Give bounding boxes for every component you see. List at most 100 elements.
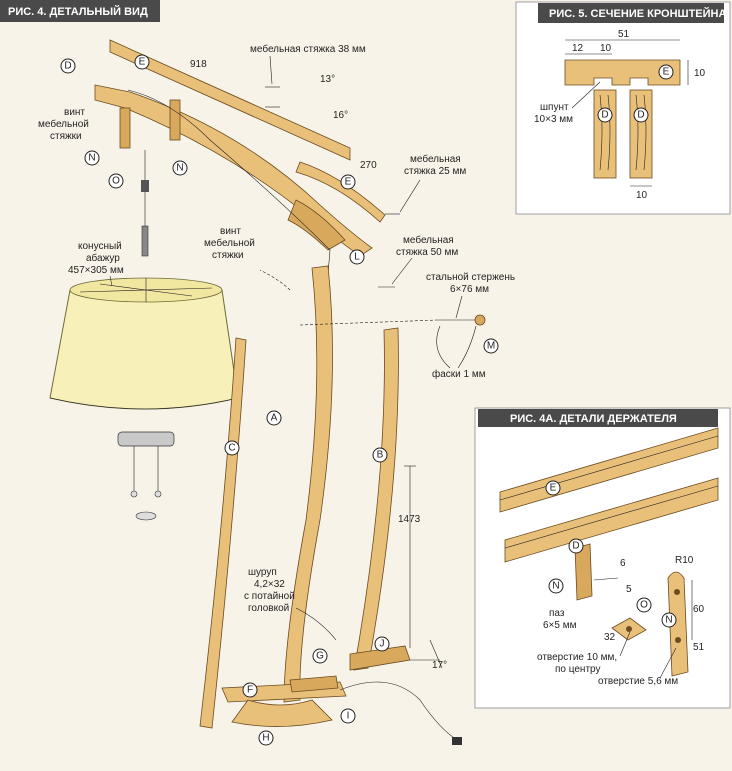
chamfer-label: фаски 1 мм — [432, 368, 486, 380]
spunt-label-1: шпунт — [540, 102, 569, 113]
holder-callout-e — [545, 480, 561, 496]
shurup-label-1: шуруп — [248, 567, 277, 578]
callout-a-text: A — [271, 413, 278, 424]
lamp-socket — [117, 431, 175, 447]
base-g — [289, 675, 339, 693]
holder-title-bg — [478, 409, 718, 427]
holder-o-hole — [626, 626, 632, 632]
screw38-label: мебельная стяжка 38 мм — [250, 43, 366, 55]
socket-ring — [135, 511, 157, 521]
dim-10b: 10 — [636, 190, 648, 201]
section-upright-d-left — [593, 89, 617, 179]
holder-dim-32: 32 — [604, 632, 616, 643]
shade-leader — [109, 275, 113, 287]
callout-h — [258, 730, 274, 746]
holder-title: РИС. 4А. ДЕТАЛИ ДЕРЖАТЕЛЯ — [510, 413, 677, 425]
shade-label-1: конусный — [78, 241, 122, 252]
callout-j-text: J — [380, 639, 385, 650]
screw38-leader — [269, 55, 273, 85]
section-callout-d1-text: D — [601, 110, 608, 121]
callout-n2-text: N — [176, 163, 183, 174]
callout-g-text: G — [316, 651, 324, 662]
spunt-leader — [571, 81, 601, 109]
main-title: РИС. 4. ДЕТАЛЬНЫЙ ВИД — [8, 5, 148, 18]
callout-o — [108, 173, 124, 189]
clamp-n-mid — [169, 99, 181, 141]
callout-j — [374, 636, 390, 652]
screw50-label-1: мебельная — [403, 234, 454, 246]
holder-callout-n1 — [548, 578, 564, 594]
section-panel — [515, 1, 731, 215]
vint1-label-1: винт — [64, 107, 85, 118]
shurup-label-2: 4,2×32 — [254, 579, 285, 590]
rod-label-2: 6×76 мм — [450, 284, 489, 295]
ang-13: 13° — [320, 74, 335, 85]
holder-n-hole-bottom — [675, 637, 681, 643]
vint2-label-1: винт — [220, 226, 241, 237]
callout-h-text: H — [262, 733, 269, 744]
screw25-label-1: мебельная — [410, 153, 461, 165]
dim-918: 918 — [190, 59, 207, 70]
holder-paz-2: 6×5 мм — [543, 620, 577, 631]
holder-n-piece — [667, 571, 689, 677]
holder-hole56-leader — [659, 647, 677, 679]
callout-e2-text: E — [345, 177, 352, 188]
shade-label-3: 457×305 мм — [68, 265, 124, 276]
rod-label-1: стальной стержень — [426, 272, 515, 283]
callout-o-text: O — [112, 176, 120, 187]
callout-e-text: E — [139, 57, 146, 68]
screw25-label-2: стяжка 25 мм — [404, 166, 466, 177]
callout-i-text: I — [347, 711, 350, 722]
holder-callout-o — [636, 597, 652, 613]
section-callout-e — [658, 64, 674, 80]
vint1-label-2: мебельной — [38, 118, 89, 130]
lamp-shade-spider — [79, 278, 213, 302]
holder-callout-d — [568, 538, 584, 554]
callout-d-text: D — [64, 61, 71, 72]
dim-1473: 1473 — [398, 514, 421, 525]
callout-l — [349, 249, 365, 265]
rod-leader — [455, 295, 463, 319]
holder-n-hole-top — [674, 589, 680, 595]
callout-g — [312, 648, 328, 664]
main-title-bg — [0, 0, 160, 22]
section-callout-d1 — [597, 107, 613, 123]
pull-knob-left — [130, 490, 138, 498]
vint2-label-3: стяжки — [212, 250, 244, 261]
holder-callout-n2-text: N — [665, 615, 672, 626]
spunt-label-2: 10×3 мм — [534, 114, 573, 125]
callout-e2 — [340, 174, 356, 190]
dim-10a: 10 — [600, 43, 612, 54]
callout-m-text: M — [487, 341, 495, 352]
screw25-leader — [399, 179, 421, 213]
holder-paz-1: паз — [549, 608, 565, 619]
holder-dim-51: 51 — [693, 642, 705, 653]
rod-cap — [474, 314, 486, 326]
shurup-label-4: головкой — [248, 603, 289, 614]
clamp-n-left — [119, 107, 131, 149]
screw50-leader — [391, 257, 413, 285]
holder-callout-n1-text: N — [552, 581, 559, 592]
callout-b-text: B — [377, 450, 384, 461]
rod-axis — [299, 319, 439, 326]
holder-n-tab — [574, 543, 593, 601]
chamfer-leaders — [436, 325, 477, 369]
holder-board-d — [504, 477, 719, 563]
holder-dim-5: 5 — [626, 584, 632, 595]
section-callout-d2-text: D — [637, 110, 644, 121]
ang-17: 17° — [432, 660, 447, 671]
vint2-axis — [259, 269, 291, 291]
base-h — [231, 699, 333, 727]
callout-f — [242, 682, 258, 698]
section-board-e — [564, 59, 681, 86]
callout-f-text: F — [247, 685, 253, 696]
callout-d — [60, 58, 76, 74]
ang-17-lines — [410, 639, 443, 669]
holder-callout-d-text: D — [572, 541, 579, 552]
callout-n2 — [172, 160, 188, 176]
section-callout-d2 — [633, 107, 649, 123]
holder-callout-o-text: O — [640, 600, 648, 611]
holder-dim-60: 60 — [693, 604, 705, 615]
dim-10-vert: 10 — [694, 68, 706, 79]
